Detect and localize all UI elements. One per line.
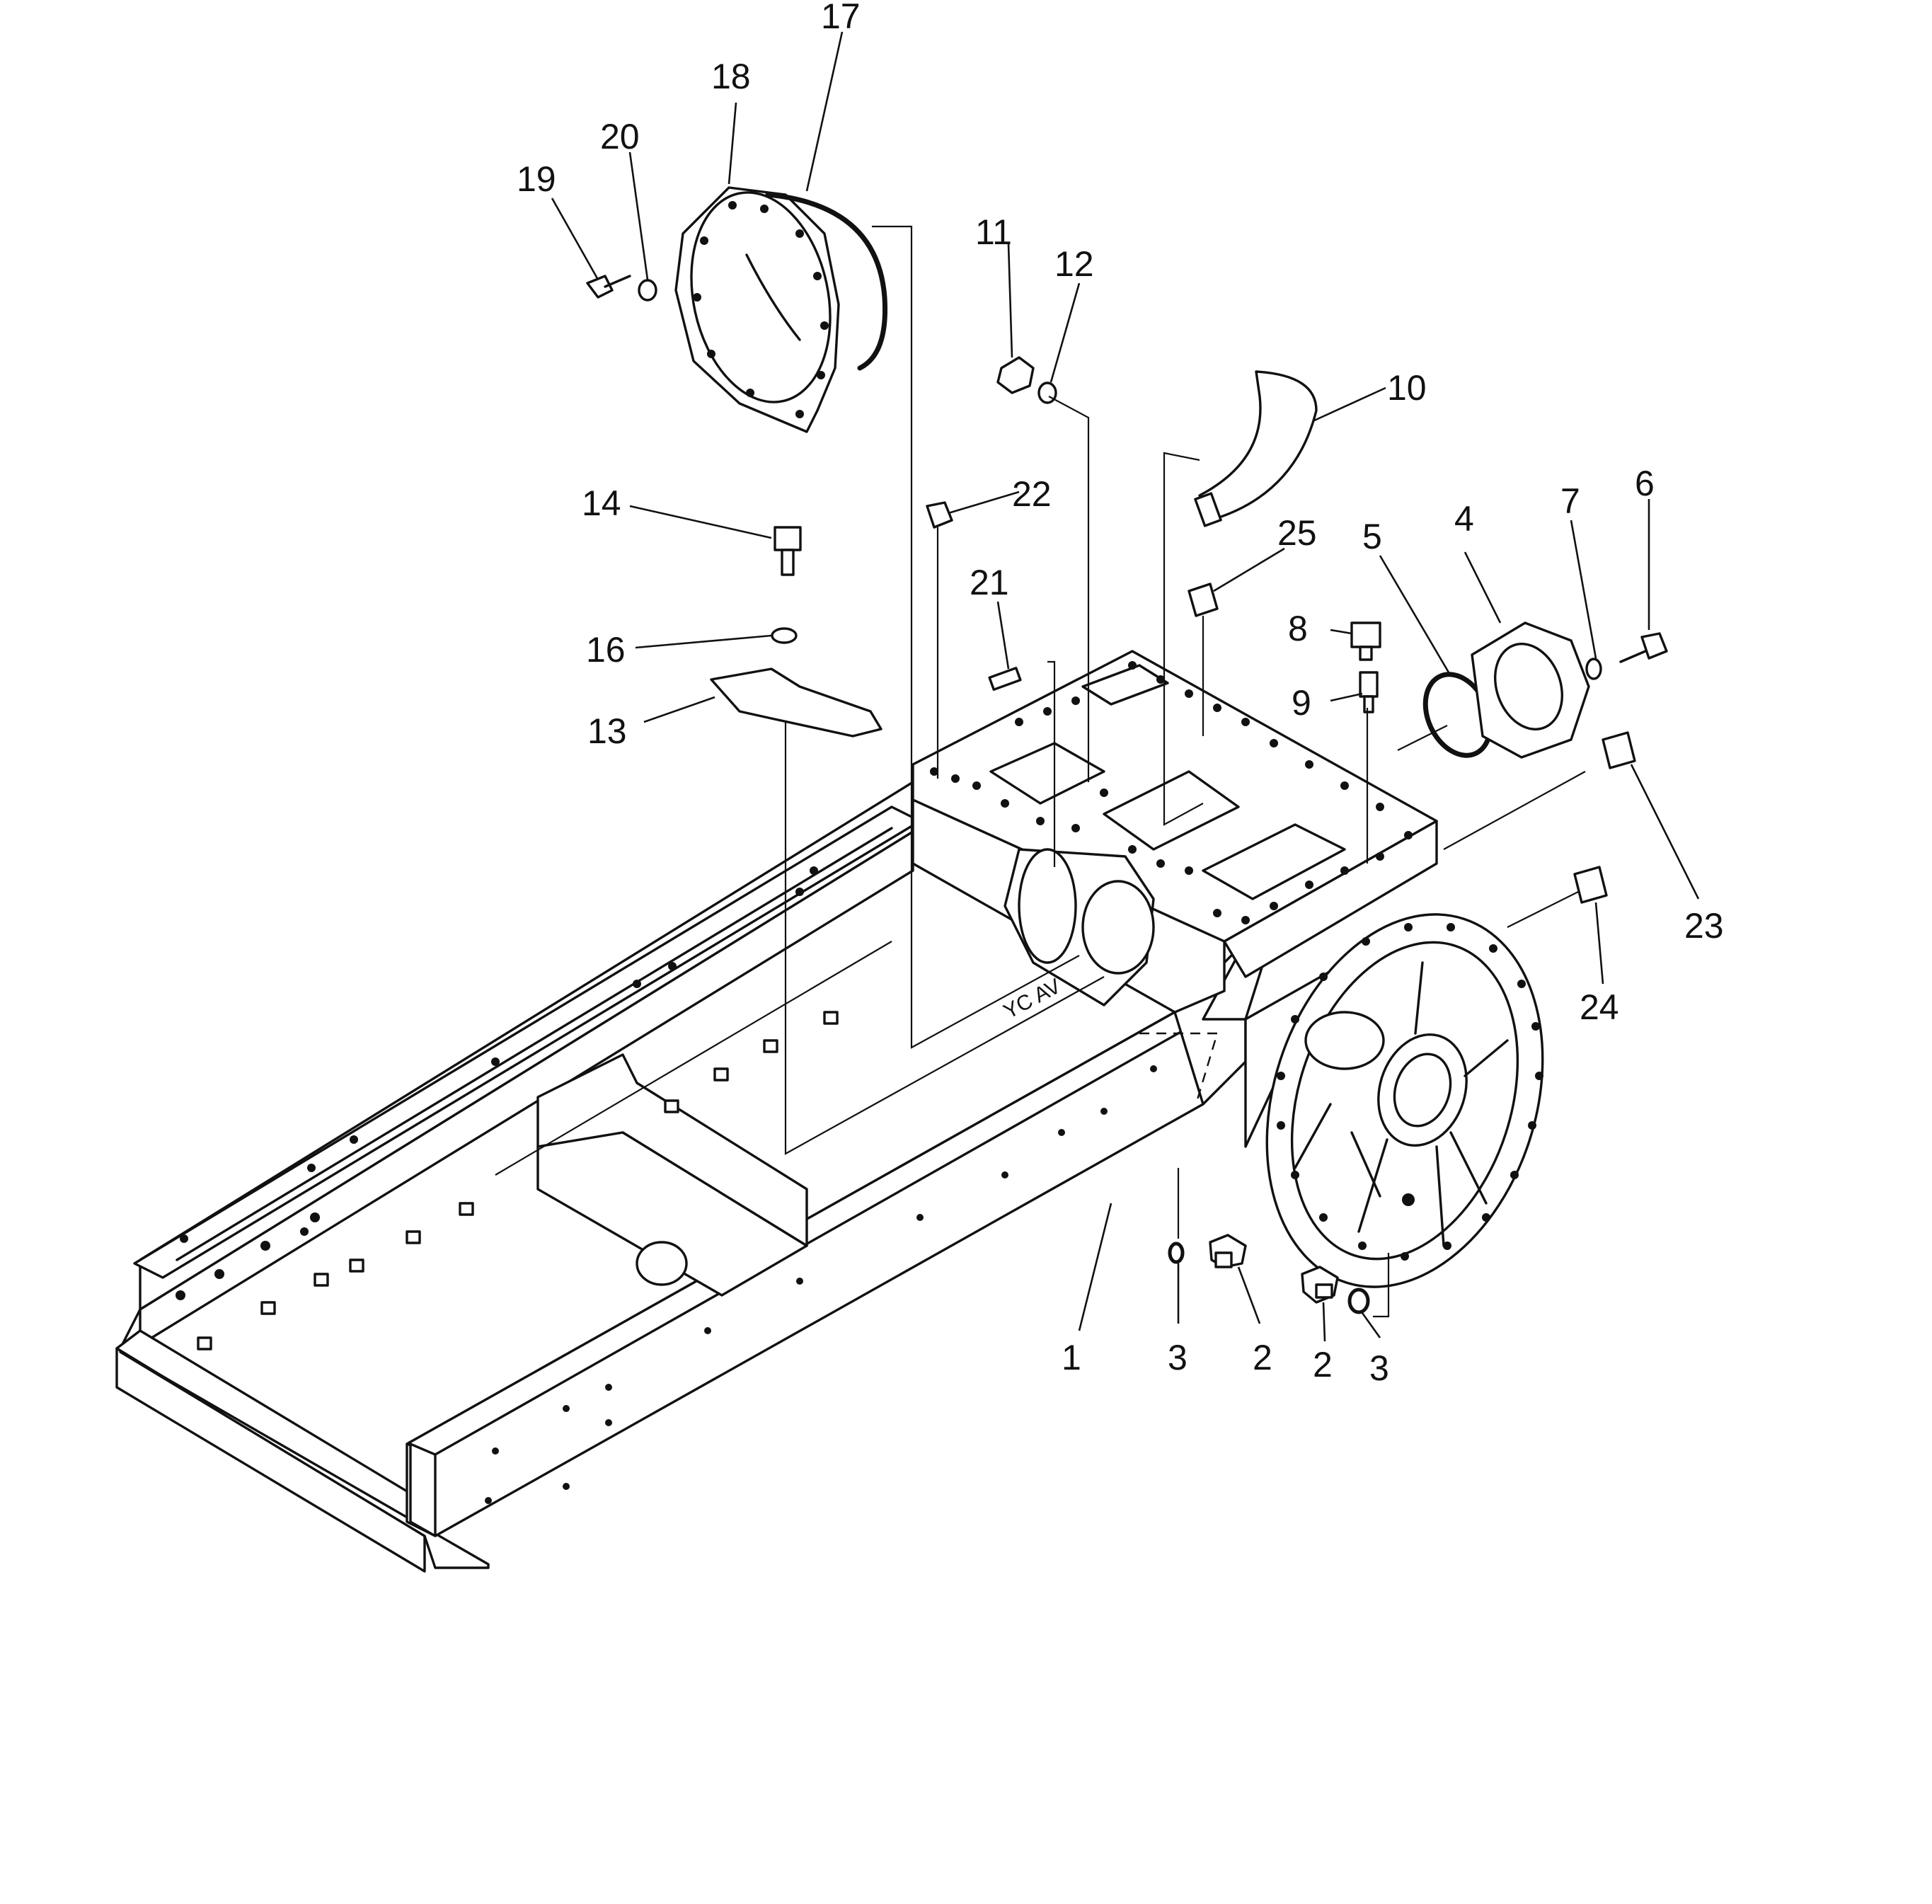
callout-16: 16 [586, 630, 626, 670]
callout-3a: 3 [1168, 1338, 1188, 1377]
cover-4 [1471, 621, 1590, 759]
nut-11 [996, 356, 1035, 394]
callout-21: 21 [970, 563, 1009, 602]
callout-12: 12 [1054, 244, 1094, 284]
plug-24 [1573, 866, 1608, 904]
callout-22: 22 [1012, 474, 1052, 514]
bracket-13 [710, 667, 882, 738]
assembly-lines [784, 225, 1586, 1318]
callout-18: 18 [711, 57, 751, 96]
plug-22 [926, 501, 953, 529]
plug-2a [1209, 1234, 1247, 1268]
bolt-19 [586, 275, 631, 299]
callout-1: 1 [1062, 1338, 1081, 1377]
bolt-6 [1619, 632, 1668, 663]
center-housing: YC AV [912, 650, 1438, 1023]
seal-plate-18 [674, 186, 840, 433]
callout-10: 10 [1387, 368, 1427, 408]
callout-8: 8 [1288, 609, 1308, 648]
callout-11: 11 [975, 212, 1012, 252]
fitting-8 [1350, 621, 1381, 661]
plug-2b [1301, 1266, 1339, 1304]
o-ring-3a [1168, 1241, 1185, 1264]
o-ring-17 [765, 192, 888, 371]
callout-13: 13 [587, 711, 627, 751]
flange-bolt-holes [1277, 923, 1543, 1261]
cover-10 [1194, 370, 1318, 527]
main-frame [115, 781, 1268, 1573]
plug-23 [1602, 731, 1636, 769]
plug-25 [1188, 583, 1219, 617]
leader-lines [551, 31, 1700, 1342]
washer-7 [1585, 658, 1602, 680]
callout-5: 5 [1362, 517, 1382, 556]
pin-21 [988, 667, 1022, 691]
washer-16 [771, 627, 798, 644]
fitting-9 [1359, 671, 1379, 713]
frame-bolt-holes [176, 866, 1157, 1504]
callout-9: 9 [1292, 683, 1311, 723]
callout-14: 14 [582, 483, 621, 523]
callout-labels: 17 18 20 19 11 12 10 22 14 25 5 4 7 6 21… [517, 0, 1724, 1388]
callout-3b: 3 [1369, 1348, 1389, 1388]
housing-bolt-holes [930, 661, 1413, 924]
o-ring-3b [1347, 1288, 1370, 1314]
callout-25: 25 [1277, 513, 1317, 553]
callout-17: 17 [821, 0, 861, 36]
callout-20: 20 [600, 117, 640, 156]
frame-nuts [197, 1011, 839, 1350]
callout-2a: 2 [1253, 1338, 1272, 1377]
seal-plate-holes [693, 201, 829, 418]
callout-2b: 2 [1313, 1345, 1333, 1384]
callout-6: 6 [1635, 464, 1655, 503]
washer-20 [638, 279, 657, 302]
callout-23: 23 [1684, 906, 1724, 946]
callout-24: 24 [1580, 987, 1619, 1027]
washer-12 [1037, 382, 1057, 404]
callout-4: 4 [1454, 499, 1474, 539]
bolt-14 [774, 526, 802, 576]
callout-7: 7 [1560, 481, 1580, 521]
rear-flange-housing [1244, 913, 1544, 1288]
callout-19: 19 [517, 159, 556, 199]
